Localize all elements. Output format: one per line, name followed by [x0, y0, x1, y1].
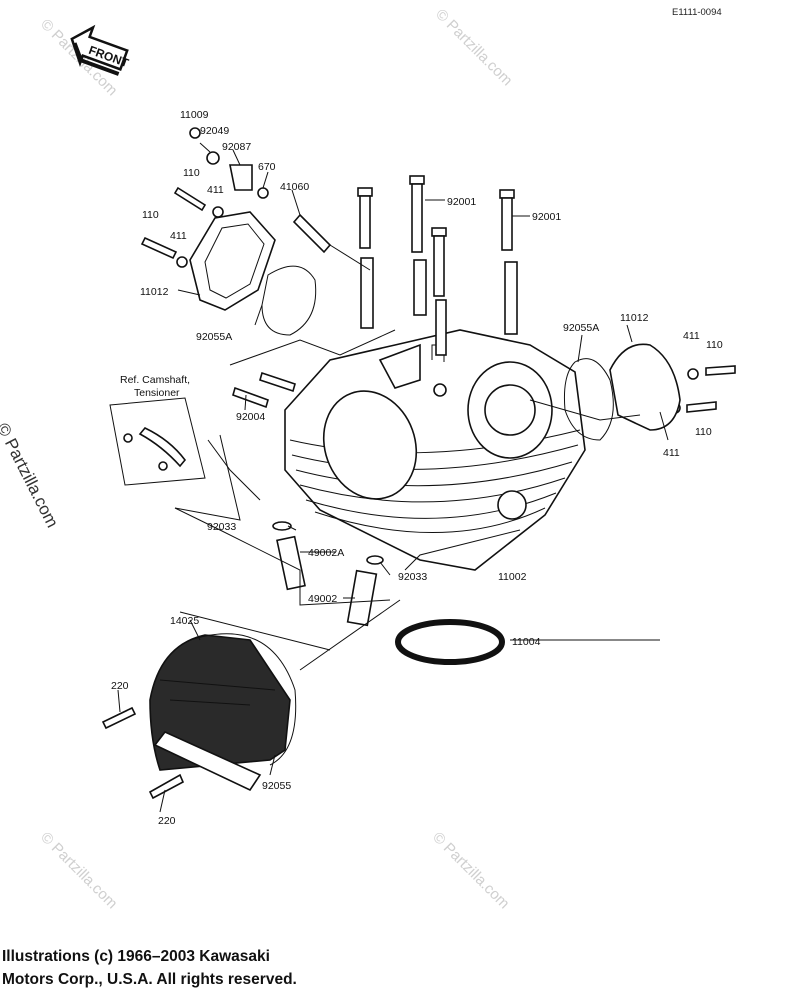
label-11012: 11012 [620, 312, 649, 324]
part-labels: 11009 92049 92087 670 41060 110 411 110 … [111, 109, 723, 827]
label-14025: 14025 [170, 615, 199, 627]
watermark-text: © Partzilla.com [37, 829, 120, 912]
label-110: 110 [695, 426, 712, 438]
watermark-text: © Partzilla.com [429, 829, 512, 912]
label-411: 411 [207, 184, 224, 196]
label-411: 411 [170, 230, 187, 242]
diagram-code: E1111-0094 [672, 7, 722, 18]
label-49002: 49002 [308, 593, 337, 605]
label-92001: 92001 [447, 196, 476, 208]
label-110: 110 [183, 167, 200, 179]
front-arrow: FRONT [70, 24, 131, 76]
label-220: 220 [158, 815, 176, 827]
right-cover-11012 [564, 343, 681, 441]
label-110: 110 [706, 339, 723, 351]
ref-camshaft-box [109, 397, 206, 486]
label-92001: 92001 [532, 211, 561, 223]
left-cover-11012 [189, 127, 332, 336]
label-49002A: 49002A [308, 547, 344, 559]
copyright-notice: Illustrations (c) 1966–2003 Kawasaki Mot… [2, 945, 422, 991]
label-11004: 11004 [512, 636, 541, 648]
label-220: 220 [111, 680, 129, 692]
label-92087: 92087 [222, 141, 251, 153]
label-411: 411 [663, 447, 680, 459]
label-92055A: 92055A [196, 331, 232, 343]
label-92033: 92033 [398, 571, 427, 583]
label-670: 670 [258, 161, 276, 173]
cylinder-head [284, 329, 586, 571]
copyright-line: Illustrations (c) 1966–2003 Kawasaki [2, 948, 270, 965]
label-92004: 92004 [236, 411, 265, 423]
label-411: 411 [683, 330, 700, 342]
stud-92004 [232, 371, 296, 409]
label-110: 110 [142, 209, 159, 221]
bolts-92001 [357, 175, 518, 356]
label-11012: 11012 [140, 286, 169, 298]
watermark-text: © Partzilla.com [432, 6, 515, 89]
label-92033: 92033 [207, 521, 236, 533]
label-11009: 11009 [180, 109, 209, 121]
valve-cover-14025 [101, 633, 297, 800]
label-41060: 41060 [280, 181, 309, 193]
valve-guides [272, 521, 384, 627]
gasket-11004 [395, 619, 505, 665]
leader-lines [117, 142, 669, 813]
ref-note-line2: Tensioner [134, 387, 180, 399]
label-92055A: 92055A [563, 322, 599, 334]
label-92055: 92055 [262, 780, 291, 792]
label-92049: 92049 [200, 125, 229, 137]
label-11002: 11002 [498, 571, 527, 583]
copyright-line: Motors Corp., U.S.A. All rights reserved… [2, 971, 297, 988]
ref-note-line1: Ref. Camshaft, [120, 374, 190, 386]
